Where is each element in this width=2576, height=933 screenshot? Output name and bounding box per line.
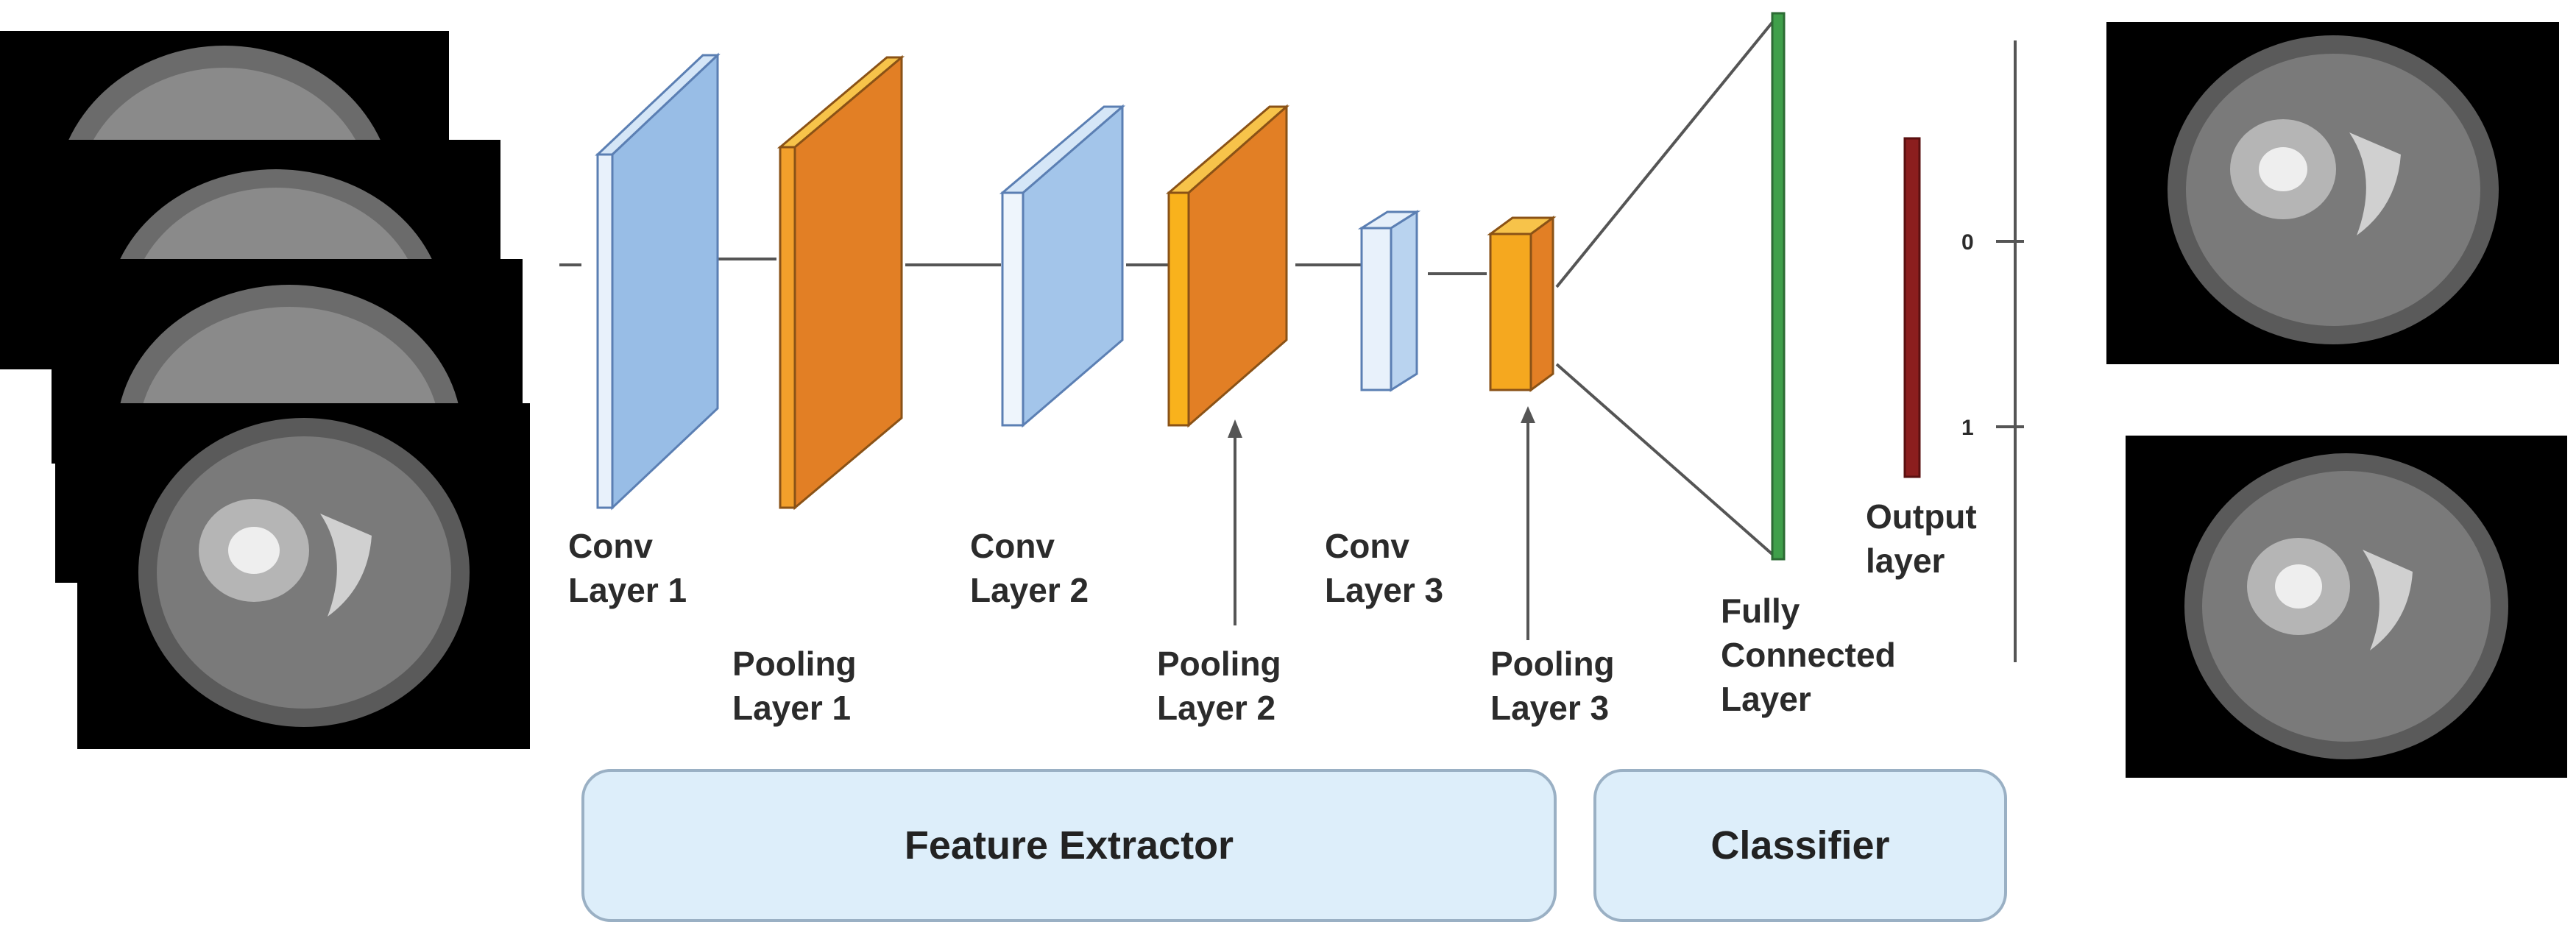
pooling-layer-3-label: Pooling Layer 3 [1490,645,1615,727]
fc-fan-bottom [1555,363,1775,557]
conv-layer-1-block [595,52,721,511]
output-mri-scan-2 [2126,436,2567,778]
conv-layer-2-block [999,104,1126,428]
pool3-arrow-head [1521,406,1535,423]
pooling-layer-2-label: Pooling Layer 2 [1157,645,1281,727]
pooling-layer-3-block [1487,216,1557,392]
fully-connected-bar [1771,12,1786,561]
conv-layer-1-label: Conv Layer 1 [568,527,687,609]
classifier-panel: Classifier [1593,769,2007,922]
fully-connected-label: Fully Connected Layer [1721,592,1896,718]
pooling-layer-1-block [776,54,905,511]
output-layer-label: Output layer [1866,497,1977,580]
pooling-layer-1-label: Pooling Layer 1 [732,645,857,727]
output-layer-bar [1903,137,1921,478]
feature-extractor-panel: Feature Extractor [581,769,1557,922]
output-class-1: 1 [1961,416,1974,440]
conv-layer-2-label: Conv Layer 2 [970,527,1089,609]
conv-layer-3-label: Conv Layer 3 [1325,527,1444,609]
output-class-0: 0 [1961,230,1974,255]
conv-layer-3-block [1357,210,1421,392]
pooling-layer-2-block [1165,104,1289,428]
input-mri-scan-4 [77,403,530,749]
pool2-arrow-head [1228,419,1242,438]
fc-fan-top [1555,19,1775,288]
output-mri-scan-1 [2106,22,2559,364]
